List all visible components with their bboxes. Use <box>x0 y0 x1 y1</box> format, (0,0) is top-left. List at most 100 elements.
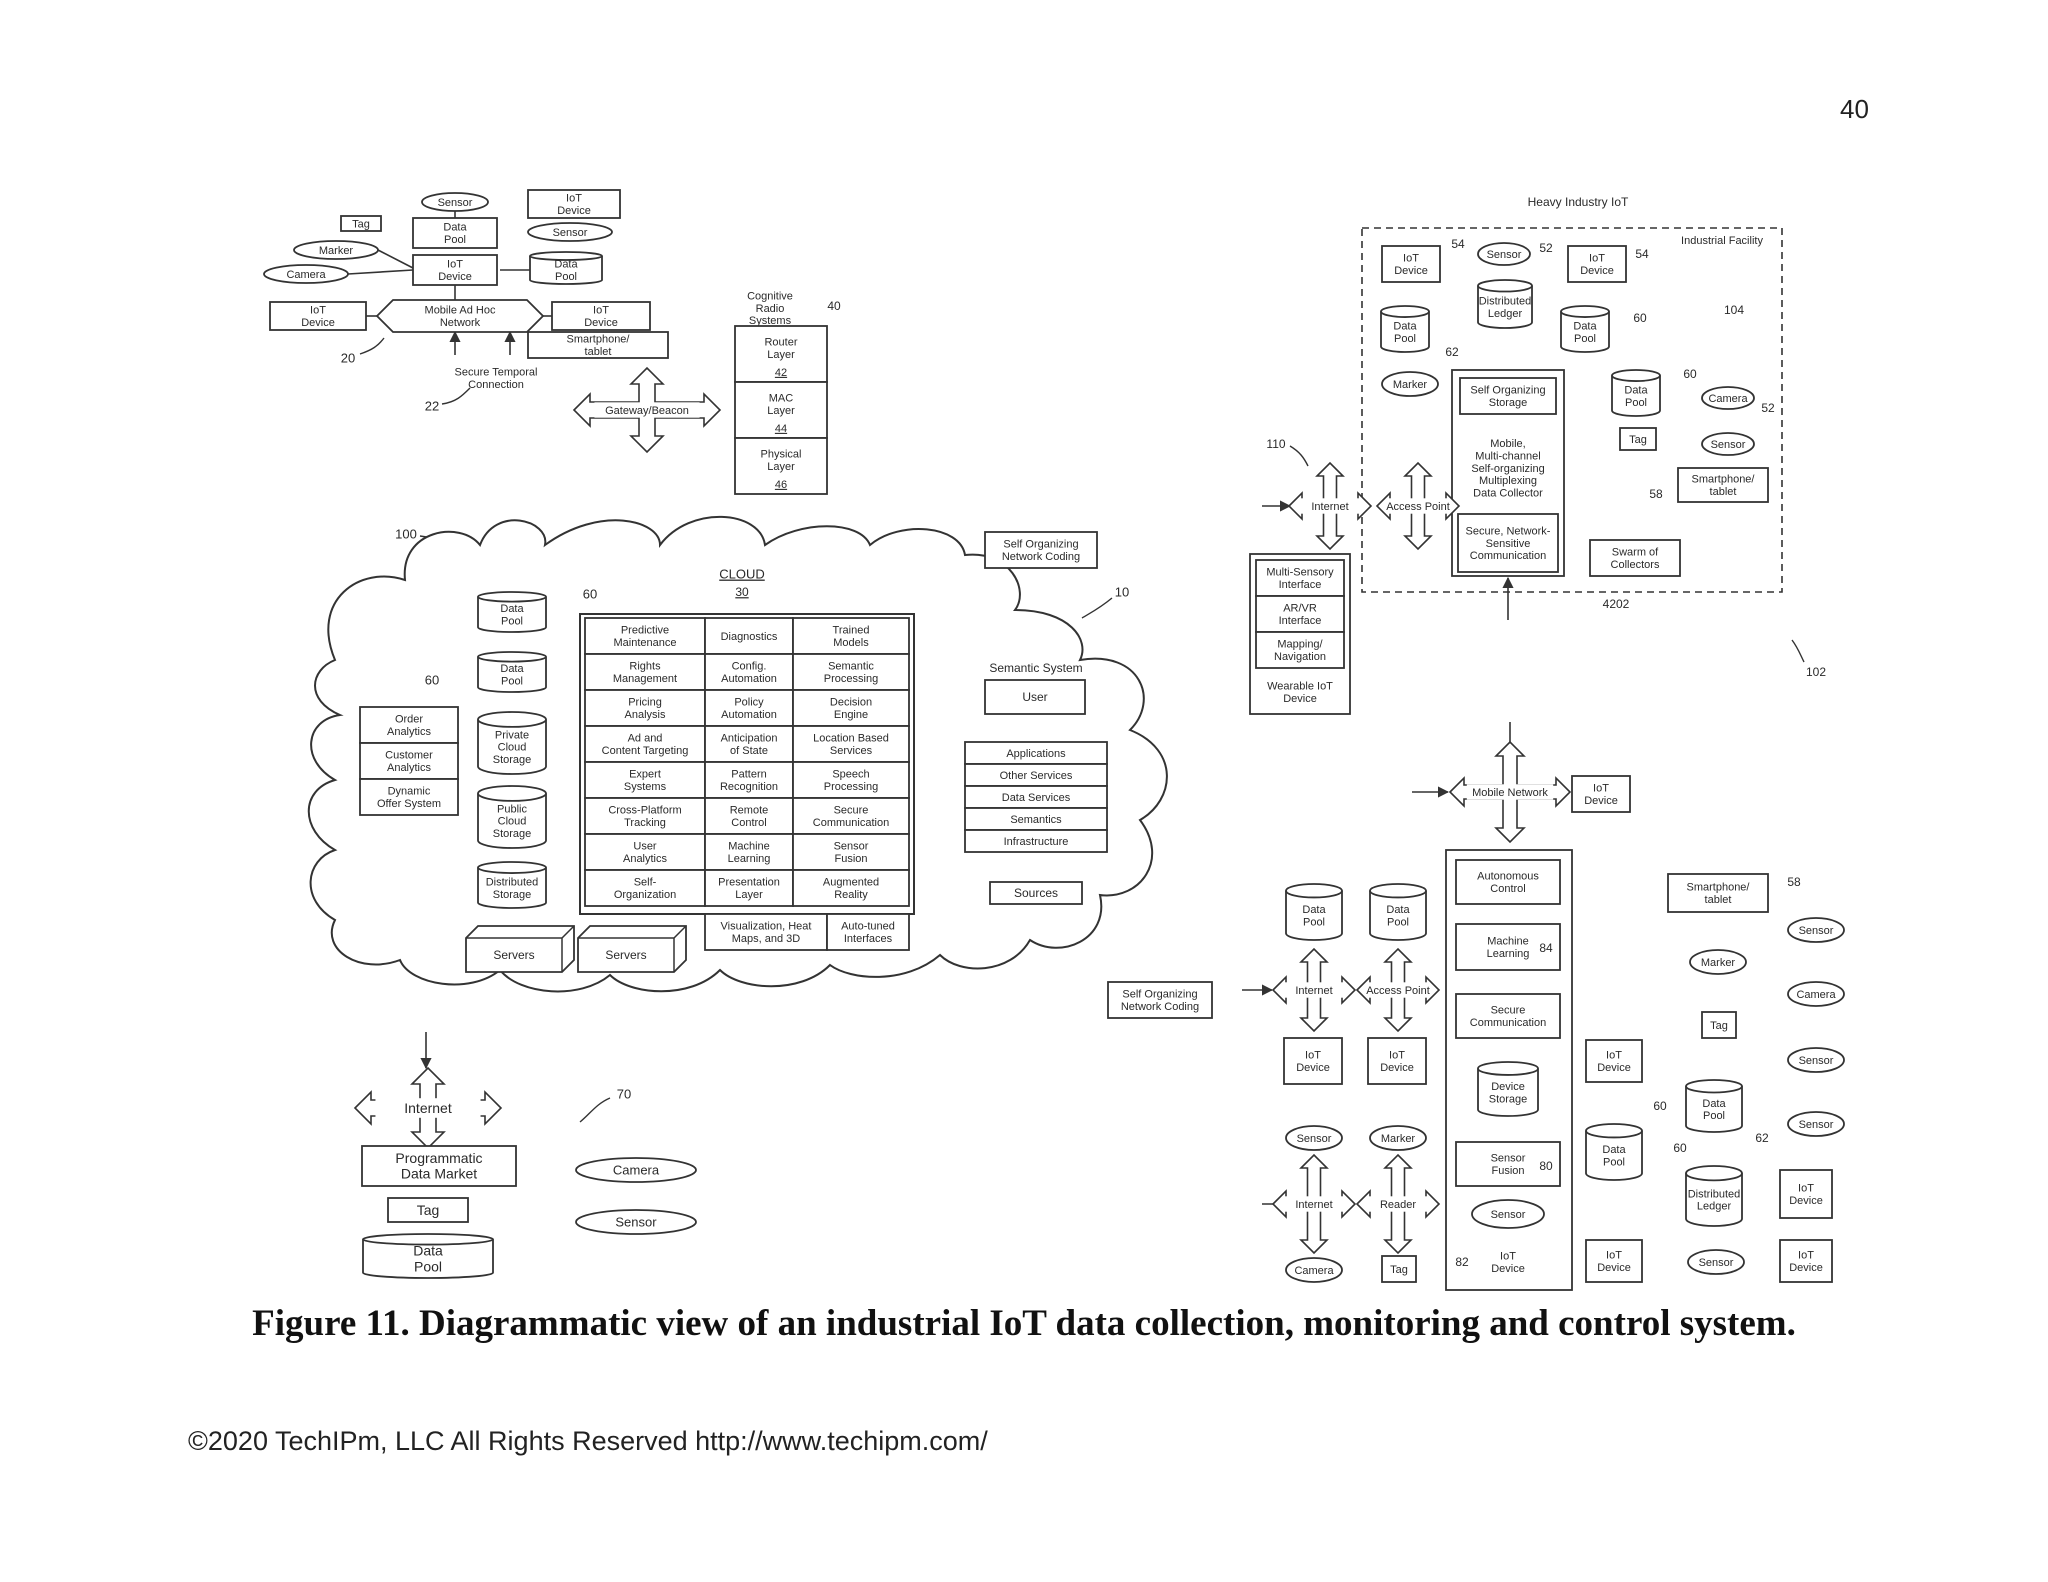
function-cell-label-line: Services <box>830 745 873 757</box>
market-camera-label: Camera <box>613 1163 660 1178</box>
self-organizing-network-coding-label: Self OrganizingNetwork Coding <box>1002 539 1080 563</box>
function-cell-label: RemoteControl <box>730 805 769 829</box>
bottom-distributed-ledger-label-line: Ledger <box>1697 1201 1732 1213</box>
ref-60-line: 60 <box>1653 1099 1667 1113</box>
function-cell-label-line: Pattern <box>731 769 766 781</box>
ref-110-line: 110 <box>1266 437 1285 451</box>
function-cell-label-line: Management <box>613 673 677 685</box>
cloud-title: CLOUD <box>719 567 765 582</box>
function-cell-label-line: Ad and <box>628 733 663 745</box>
bottom-iot-r2-label-line: IoT <box>1798 1183 1814 1195</box>
sensor-fusion-label-line: Sensor <box>1491 1153 1526 1165</box>
ref-60-line: 60 <box>1683 367 1697 381</box>
bottom-sensor-3-label-line: Sensor <box>1799 1119 1834 1131</box>
function-cell-label-line: Secure <box>834 805 869 817</box>
function-cell-label-line: Content Targeting <box>602 745 689 757</box>
bottom-marker-2-label: Marker <box>1701 957 1736 969</box>
bottom-internet-arrow-2-label: Internet <box>1295 1199 1332 1211</box>
semantic-stack-2-label: Data Services <box>1002 792 1071 804</box>
heavy-iot-device-2-label-line: IoT <box>1589 253 1605 265</box>
bottom-iot-top-label-line: IoT <box>1593 783 1609 795</box>
ref-102: 102 <box>1806 665 1826 679</box>
radio-layer-2-name-line: Layer <box>767 461 795 473</box>
user-box-label-line: User <box>1022 690 1047 704</box>
ref-54-line: 54 <box>1635 247 1649 261</box>
private-cloud-storage-label-line: Private <box>495 729 529 741</box>
function-cell-label-line: Predictive <box>621 625 669 637</box>
iot-device-mid-label-line: IoT <box>447 259 463 271</box>
ref-102-line: 102 <box>1806 665 1826 679</box>
data-pool-box-label: DataPool <box>443 222 467 246</box>
wearable-item-2-label: Mapping/Navigation <box>1274 639 1326 663</box>
bottom-data-pool-3-label-line: Pool <box>1703 1110 1725 1122</box>
function-cell-label-line: Semantic <box>828 661 874 673</box>
iot-system-diagram: SensorIoTDeviceTagDataPoolSensorMarkerIo… <box>0 0 2048 1300</box>
function-cell-label: ExpertSystems <box>624 769 667 793</box>
heavy-distributed-ledger-label-line: Ledger <box>1488 308 1523 320</box>
heavy-data-pool-3-label-line: Data <box>1624 384 1648 396</box>
semantic-stack-1-label-line: Other Services <box>1000 770 1073 782</box>
tag-box-label: Tag <box>352 218 370 230</box>
bottom-marker-label: Marker <box>1381 1133 1416 1145</box>
semantic-stack-2-label-line: Data Services <box>1002 792 1071 804</box>
analytics-item-2-label-line: Dynamic <box>388 786 431 798</box>
heavy-industry-title-line: Heavy Industry IoT <box>1528 195 1629 209</box>
servers-cube-2-label: Servers <box>605 948 646 962</box>
bottom-iot-r3-label-line: IoT <box>1606 1250 1622 1262</box>
ref-52-line: 52 <box>1761 401 1775 415</box>
ref-40-line: 40 <box>827 299 841 313</box>
wearable-item-0-label-line: Interface <box>1279 579 1322 591</box>
cognitive-radio-label-line: Radio <box>756 303 785 315</box>
heavy-iot-device-1-label-line: IoT <box>1403 253 1419 265</box>
bottom-iot-a-label-line: Device <box>1296 1062 1330 1074</box>
bottom-camera-2-label-line: Camera <box>1796 989 1836 1001</box>
function-cell-label-line: of State <box>730 745 768 757</box>
bottom-sensor-1-label-line: Sensor <box>1799 925 1834 937</box>
wearable-item-1-label-line: Interface <box>1279 615 1322 627</box>
distributed-storage-label-line: Distributed <box>486 876 539 888</box>
ref-10-line: 10 <box>1115 585 1129 600</box>
bottom-data-pool-2-label-line: Data <box>1386 904 1410 916</box>
bottom-internet-arrow-label-line: Internet <box>1295 985 1332 997</box>
ref-82: 82 <box>1455 1255 1469 1269</box>
bottom-sensor-4-label-line: Sensor <box>1699 1257 1734 1269</box>
bottom-self-organizing-label-line: Self Organizing <box>1122 989 1197 1001</box>
iot-device-top-right-label-line: IoT <box>566 193 582 205</box>
heavy-data-pool-1-label-line: Data <box>1393 320 1417 332</box>
radio-layer-2-ref-line: 46 <box>775 479 787 491</box>
heavy-data-pool-1-label: DataPool <box>1393 320 1417 344</box>
ref-70: 70 <box>617 1087 631 1102</box>
function-cell-label-line: Layer <box>735 889 763 901</box>
bottom-sensor-4-label: Sensor <box>1699 1257 1734 1269</box>
public-cloud-storage-label-line: Cloud <box>498 816 527 828</box>
function-cell-label-line: Models <box>833 637 869 649</box>
semantic-stack-3-label: Semantics <box>1010 814 1062 826</box>
mobile-adhoc-network-label-line: Mobile Ad Hoc <box>425 305 496 317</box>
ref-60-line: 60 <box>583 587 597 602</box>
function-cell-label-line: Systems <box>624 781 667 793</box>
analytics-item-1-label-line: Analytics <box>387 762 432 774</box>
ref-60: 60 <box>425 673 439 688</box>
cloud-data-pool-2-label-line: Pool <box>501 675 523 687</box>
heavy-distributed-ledger-top <box>1478 280 1532 292</box>
bottom-data-pool-2-label: DataPool <box>1386 904 1410 928</box>
function-cell-label: SemanticProcessing <box>824 661 878 685</box>
bottom-iot-r4-label-line: Device <box>1789 1262 1823 1274</box>
cloud-data-pool-2-label: DataPool <box>500 663 524 687</box>
ref-40: 40 <box>827 299 841 313</box>
function-cell-label-line: Engine <box>834 709 868 721</box>
sensor-fusion-label-line: Fusion <box>1491 1165 1524 1177</box>
bottom-tag-label-line: Tag <box>1390 1264 1408 1276</box>
market-sensor-label-line: Sensor <box>615 1215 657 1230</box>
bottom-iot-c-label-line: IoT <box>1500 1251 1516 1263</box>
radio-layer-0-name-line: Layer <box>767 349 795 361</box>
swarm-of-collectors-label-line: Collectors <box>1611 559 1660 571</box>
network-sensitive-communication-label-line: Secure, Network- <box>1466 526 1551 538</box>
bottom-camera-label-line: Camera <box>1294 1265 1334 1277</box>
bottom-camera-2-label: Camera <box>1796 989 1836 1001</box>
wearable-item-1-label-line: AR/VR <box>1283 603 1317 615</box>
ref-62: 62 <box>1755 1131 1769 1145</box>
bottom-data-pool-2-label-line: Pool <box>1387 916 1409 928</box>
bottom-data-pool-2-top <box>1370 884 1426 897</box>
